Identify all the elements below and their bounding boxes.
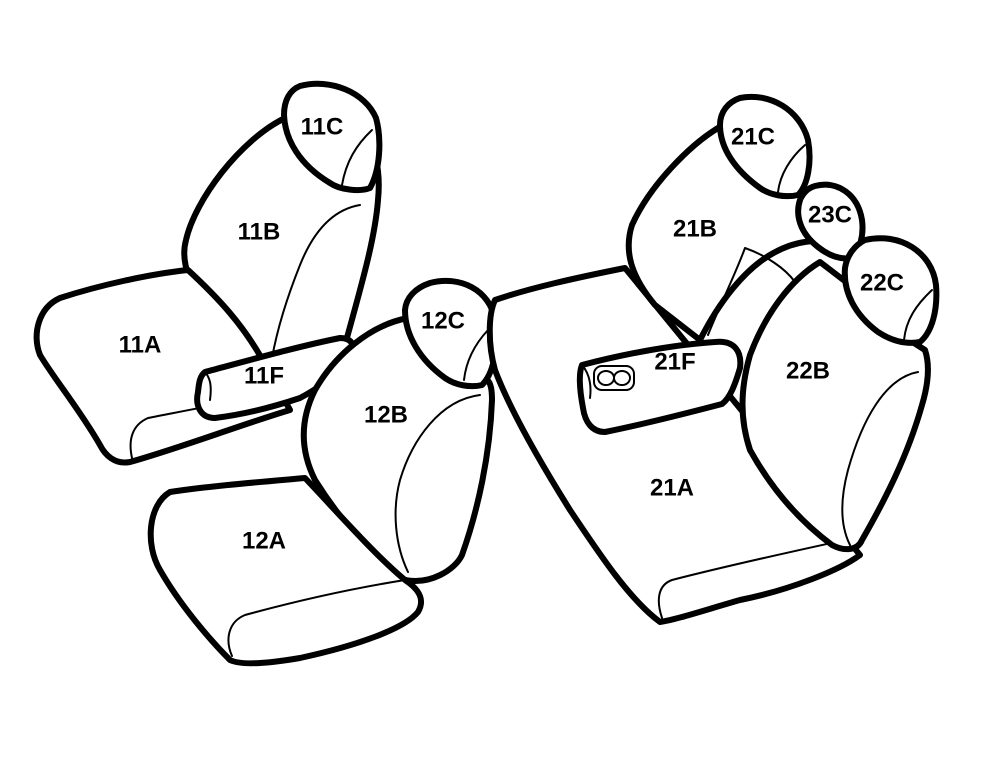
seat-part-12a-shape [147, 475, 425, 667]
seat-part-11c-side [341, 129, 373, 186]
seat-part-22b-panel [841, 371, 919, 546]
seat-part-21c-side [777, 144, 806, 193]
cup-holder-icon [593, 365, 635, 391]
seat-part-22c-shape [841, 235, 940, 346]
seat-part-11f-top [204, 371, 212, 401]
label-21b: 21B [673, 215, 717, 242]
rear-bench-seat [486, 93, 940, 625]
seat-part-12c-shape [402, 277, 500, 390]
label-11a: 11A [119, 331, 162, 358]
label-12c: 12C [421, 307, 465, 334]
part-labels: 11C 11B 11A 11F 12C 12B 12A 21C 23C 22C … [119, 113, 904, 554]
label-12b: 12B [364, 401, 408, 428]
label-22c: 22C [860, 269, 904, 296]
seat-part-21a-edge [657, 539, 846, 619]
seat-part-21f-shape [576, 338, 744, 435]
seat-part-21f-top [581, 364, 592, 399]
seat-part-12a-edge [227, 579, 406, 657]
label-12a: 12A [242, 527, 286, 554]
seat-part-23c-shape [795, 181, 866, 262]
label-11b: 11B [238, 218, 281, 245]
seat-part-21c-shape [717, 93, 813, 200]
seat-part-11c-shape [281, 80, 383, 194]
label-22b: 22B [786, 357, 830, 384]
label-11f: 11F [244, 362, 284, 389]
label-23c: 23C [808, 201, 852, 228]
seat-part-11b-panel [271, 204, 361, 359]
front-left-seat [33, 80, 383, 466]
label-21a: 21A [650, 474, 694, 501]
seat-part-12c-side [463, 329, 489, 381]
front-right-seat [147, 277, 500, 667]
seat-part-21a-shape [486, 265, 863, 625]
seat-part-22c-side [903, 289, 933, 341]
seat-part-11f-shape [194, 335, 357, 421]
label-11c: 11C [301, 113, 344, 140]
label-21f: 21F [654, 348, 695, 375]
label-21c: 21C [731, 123, 775, 150]
seat-part-12b-panel [394, 394, 481, 573]
